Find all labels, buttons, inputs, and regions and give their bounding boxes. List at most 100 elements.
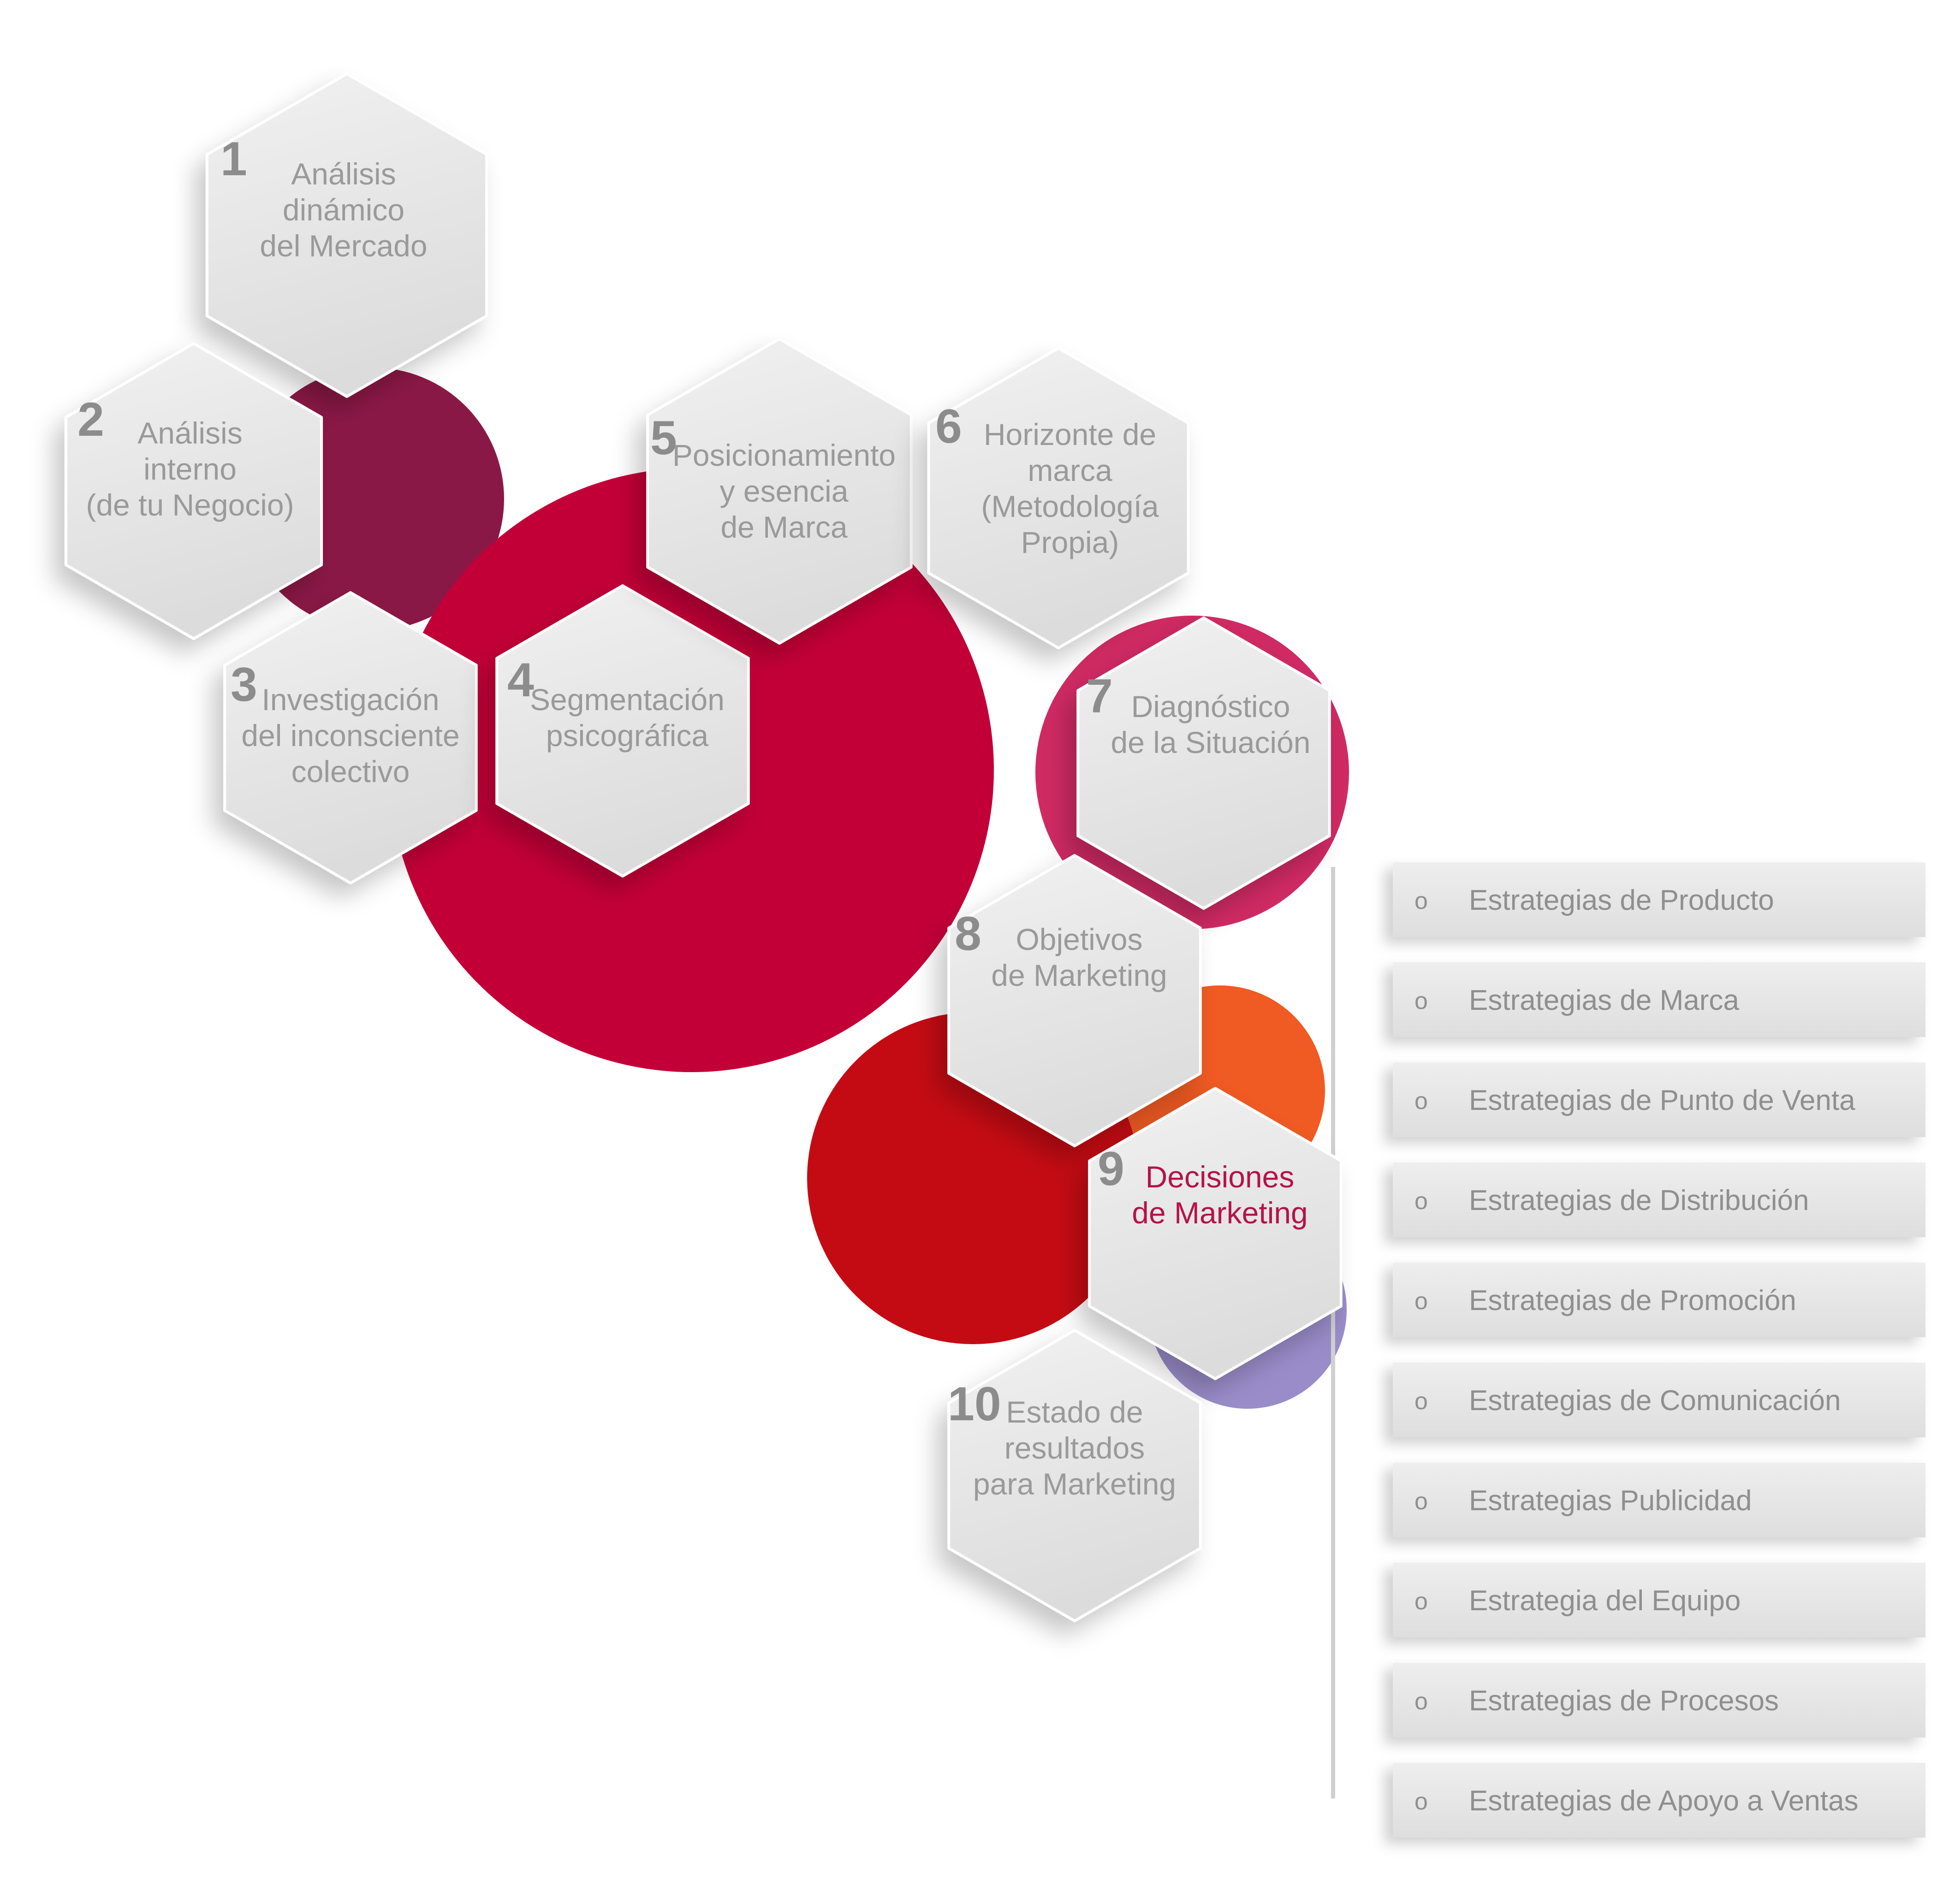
strategy-item: o Estrategias de Producto bbox=[1393, 862, 1925, 937]
step-label-line: de la Situación bbox=[1111, 725, 1311, 759]
strategy-label: Estrategias Publicidad bbox=[1469, 1485, 1752, 1517]
step-label-line: (de tu Negocio) bbox=[86, 488, 294, 522]
hexagon-shape bbox=[947, 1329, 1202, 1622]
strategy-bullet: o bbox=[1414, 988, 1428, 1014]
strategy-bullet: o bbox=[1414, 1388, 1428, 1415]
strategy-label: Estrategia del Equipo bbox=[1469, 1585, 1741, 1617]
step-label-line: (Metodología bbox=[981, 489, 1159, 523]
hexagon-shape bbox=[1076, 617, 1331, 910]
step-label-line: y esencia bbox=[720, 474, 849, 508]
strategy-bar bbox=[1393, 1463, 1925, 1537]
strategy-item: o Estrategias de Punto de Venta bbox=[1393, 1062, 1925, 1137]
step-number: 1 bbox=[220, 132, 247, 186]
step-label-line: Segmentación bbox=[530, 682, 725, 717]
step-number: 4 bbox=[507, 653, 534, 707]
strategy-bullet: o bbox=[1414, 1288, 1428, 1315]
step-label-line: Estado de bbox=[1006, 1395, 1143, 1429]
strategy-bar bbox=[1393, 1363, 1925, 1437]
step-number: 5 bbox=[650, 411, 677, 465]
strategy-bullet: o bbox=[1414, 1088, 1428, 1115]
strategy-bar bbox=[1393, 962, 1925, 1037]
strategy-item: o Estrategias de Promoción bbox=[1393, 1263, 1925, 1337]
strategies-connector-line bbox=[1331, 867, 1335, 1798]
strategy-bar bbox=[1393, 862, 1925, 937]
step-label-line: Propia) bbox=[1021, 525, 1119, 559]
strategy-bar bbox=[1393, 1663, 1925, 1738]
step-number: 9 bbox=[1098, 1142, 1124, 1196]
strategy-bar bbox=[1393, 1163, 1925, 1237]
strategy-label: Estrategias de Promoción bbox=[1469, 1285, 1796, 1317]
strategy-bullet: o bbox=[1414, 1188, 1428, 1215]
strategy-label: Estrategias de Marca bbox=[1469, 985, 1739, 1016]
step-number: 7 bbox=[1086, 670, 1113, 723]
step-label-line: Decisiones bbox=[1146, 1160, 1295, 1194]
strategy-item: o Estrategia del Equipo bbox=[1393, 1563, 1925, 1637]
strategy-label: Estrategias de Procesos bbox=[1469, 1685, 1779, 1717]
hexagon-shape bbox=[927, 347, 1190, 649]
strategy-bullet: o bbox=[1414, 1588, 1428, 1615]
step-label-line: colectivo bbox=[291, 754, 410, 789]
step-number: 10 bbox=[948, 1377, 1001, 1431]
hexagon-shape bbox=[495, 584, 750, 878]
step-label-line: de Marketing bbox=[1132, 1196, 1308, 1230]
step-number: 2 bbox=[77, 393, 104, 446]
step-label-line: Posicionamiento bbox=[672, 438, 896, 472]
strategy-bar bbox=[1393, 1062, 1925, 1137]
strategy-item: o Estrategias de Marca bbox=[1393, 962, 1925, 1037]
step-label-line: Diagnóstico bbox=[1131, 689, 1290, 724]
step-number: 6 bbox=[935, 400, 962, 453]
strategy-bullet: o bbox=[1414, 1488, 1428, 1515]
step-label-line: Horizonte de bbox=[984, 417, 1156, 451]
strategy-item: o Estrategias Publicidad bbox=[1393, 1463, 1925, 1537]
step-label-line: del inconsciente bbox=[241, 718, 459, 753]
step-number: 3 bbox=[231, 658, 257, 712]
step-label-line: resultados bbox=[1004, 1431, 1145, 1465]
strategy-item: o Estrategias de Apoyo a Ventas bbox=[1393, 1763, 1925, 1838]
hexagon-shape bbox=[1088, 1087, 1343, 1380]
step-label-line: psicográfica bbox=[546, 718, 708, 753]
hexagon-shape bbox=[223, 591, 478, 884]
strategy-bar bbox=[1393, 1763, 1925, 1838]
strategy-label: Estrategias de Punto de Venta bbox=[1469, 1085, 1855, 1116]
step-label-line: interno bbox=[143, 452, 237, 486]
step-number: 8 bbox=[955, 907, 981, 961]
step-label-line: para Marketing bbox=[973, 1467, 1176, 1501]
step-label-line: de Marca bbox=[720, 510, 847, 544]
step-label-line: del Mercado bbox=[260, 229, 427, 263]
hexagon-shape bbox=[205, 72, 488, 398]
strategy-bar bbox=[1393, 1563, 1925, 1637]
strategy-item: o Estrategias de Comunicación bbox=[1393, 1363, 1925, 1437]
hexagon-shape bbox=[947, 854, 1202, 1147]
strategy-item: o Estrategias de Distribución bbox=[1393, 1163, 1925, 1237]
step-label-line: Análisis bbox=[137, 416, 242, 450]
step-label-line: Análisis bbox=[291, 157, 396, 191]
strategy-bullet: o bbox=[1414, 1688, 1428, 1715]
hexagon-shape bbox=[64, 342, 323, 640]
strategy-item: o Estrategias de Procesos bbox=[1393, 1663, 1925, 1738]
strategy-label: Estrategias de Apoyo a Ventas bbox=[1469, 1785, 1858, 1817]
strategy-bar bbox=[1393, 1263, 1925, 1337]
step-label-line: Objetivos bbox=[1016, 922, 1142, 956]
strategy-bullet: o bbox=[1414, 888, 1428, 914]
strategy-label: Estrategias de Distribución bbox=[1469, 1185, 1809, 1216]
hexagon-shape bbox=[646, 338, 913, 645]
strategy-label: Estrategias de Producto bbox=[1469, 884, 1774, 916]
strategy-label: Estrategias de Comunicación bbox=[1469, 1385, 1841, 1417]
step-label-line: marca bbox=[1028, 453, 1112, 487]
step-label-line: de Marketing bbox=[991, 958, 1167, 992]
step-label-line: Investigación bbox=[261, 682, 439, 717]
strategy-bullet: o bbox=[1414, 1788, 1428, 1815]
